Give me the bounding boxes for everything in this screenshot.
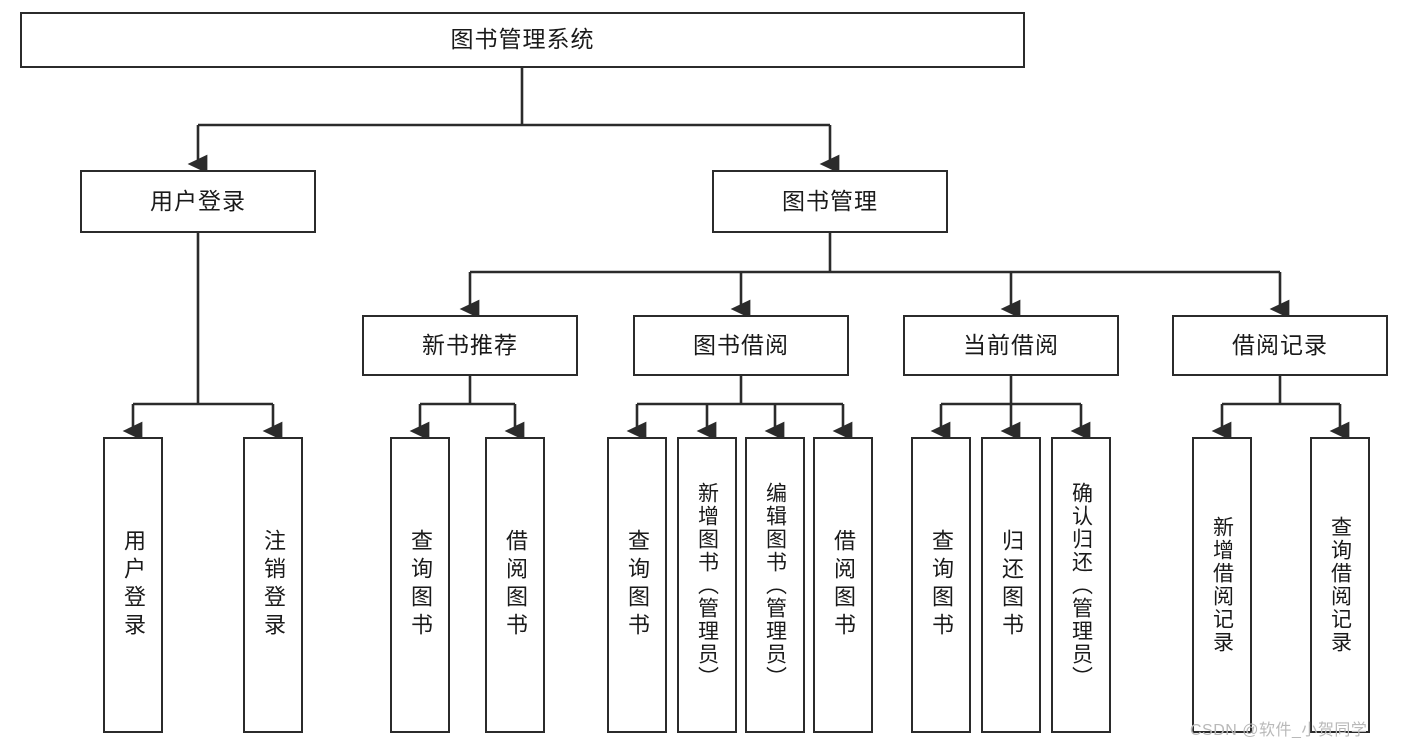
node-book-manage[interactable]: 图书管理 — [712, 170, 948, 233]
node-leaf-add-book[interactable]: 新增图书（管理员） — [677, 437, 737, 733]
node-leaf-user-login-label: 用户登录 — [121, 529, 146, 641]
node-leaf-confirm-return-label: 确认归还（管理员） — [1069, 481, 1093, 689]
node-leaf-add-book-label: 新增图书（管理员） — [695, 481, 719, 689]
node-leaf-query-record[interactable]: 查询借阅记录 — [1310, 437, 1370, 733]
node-leaf-logout[interactable]: 注销登录 — [243, 437, 303, 733]
node-new-book-rec[interactable]: 新书推荐 — [362, 315, 578, 376]
node-leaf-query-record-label: 查询借阅记录 — [1328, 516, 1352, 654]
node-leaf-borrow-book-2[interactable]: 借阅图书 — [813, 437, 873, 733]
node-leaf-query-book-2-label: 查询图书 — [625, 529, 650, 641]
node-leaf-query-book-1-label: 查询图书 — [408, 529, 433, 641]
node-leaf-confirm-return[interactable]: 确认归还（管理员） — [1051, 437, 1111, 733]
watermark: CSDN @软件_小贺同学 — [1190, 722, 1368, 739]
node-leaf-edit-book-label: 编辑图书（管理员） — [763, 481, 787, 689]
node-borrow-record-label: 借阅记录 — [1232, 331, 1328, 358]
node-leaf-borrow-book-1-label: 借阅图书 — [503, 529, 528, 641]
node-current-borrow[interactable]: 当前借阅 — [903, 315, 1119, 376]
node-leaf-logout-label: 注销登录 — [261, 529, 286, 641]
node-current-borrow-label: 当前借阅 — [963, 331, 1059, 358]
node-root[interactable]: 图书管理系统 — [20, 12, 1025, 68]
node-leaf-query-book-3[interactable]: 查询图书 — [911, 437, 971, 733]
node-leaf-borrow-book-2-label: 借阅图书 — [831, 529, 856, 641]
node-book-borrow[interactable]: 图书借阅 — [633, 315, 849, 376]
node-book-borrow-label: 图书借阅 — [693, 331, 789, 358]
node-leaf-query-book-1[interactable]: 查询图书 — [390, 437, 450, 733]
node-leaf-add-record-label: 新增借阅记录 — [1210, 516, 1234, 654]
node-leaf-add-record[interactable]: 新增借阅记录 — [1192, 437, 1252, 733]
node-book-manage-label: 图书管理 — [782, 187, 878, 214]
node-leaf-user-login[interactable]: 用户登录 — [103, 437, 163, 733]
node-leaf-query-book-2[interactable]: 查询图书 — [607, 437, 667, 733]
node-user-login[interactable]: 用户登录 — [80, 170, 316, 233]
node-leaf-edit-book[interactable]: 编辑图书（管理员） — [745, 437, 805, 733]
node-new-book-rec-label: 新书推荐 — [422, 331, 518, 358]
node-user-login-label: 用户登录 — [150, 187, 246, 214]
node-leaf-return-book[interactable]: 归还图书 — [981, 437, 1041, 733]
node-borrow-record[interactable]: 借阅记录 — [1172, 315, 1388, 376]
node-leaf-return-book-label: 归还图书 — [999, 529, 1024, 641]
node-leaf-borrow-book-1[interactable]: 借阅图书 — [485, 437, 545, 733]
node-leaf-query-book-3-label: 查询图书 — [929, 529, 954, 641]
node-root-label: 图书管理系统 — [450, 26, 595, 53]
